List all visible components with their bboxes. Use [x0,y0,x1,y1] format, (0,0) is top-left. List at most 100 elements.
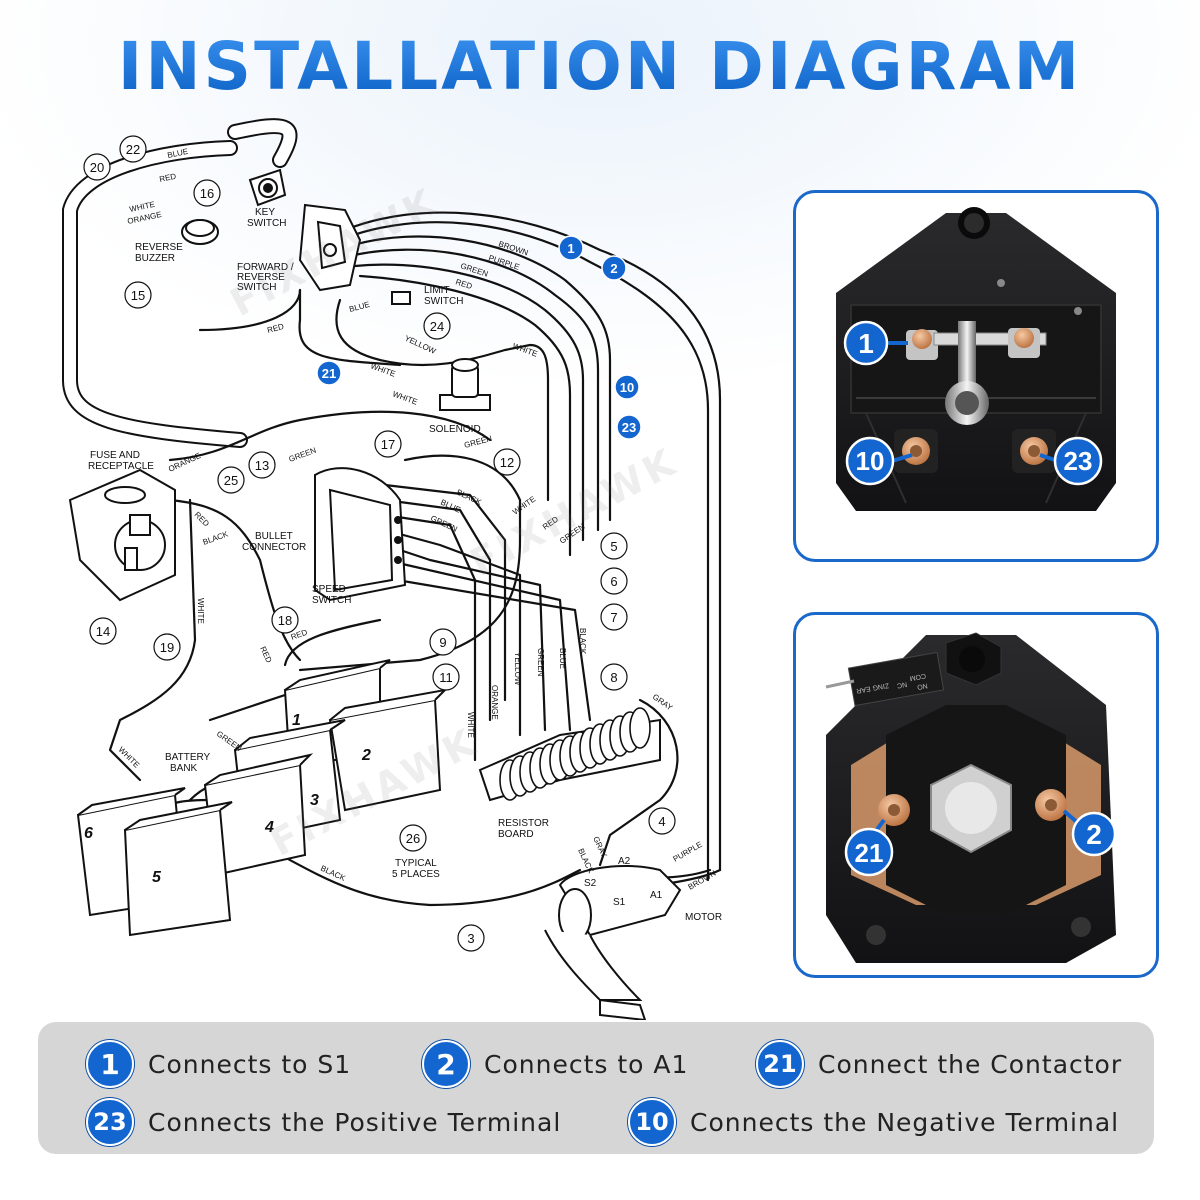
svg-text:WHITE: WHITE [117,745,142,770]
svg-text:WHITE: WHITE [391,389,418,406]
legend-badge: 10 [628,1098,676,1146]
speed-switch-icon [314,467,407,602]
callout-11: 11 [432,663,460,691]
marker-10: 10 [614,374,640,400]
contactor-bottom-view-image: NO COM NC ZING EAR 21 [825,632,1117,963]
marker-23: 23 [616,414,642,440]
callout-17: 17 [374,430,402,458]
svg-text:GREEN: GREEN [429,514,459,534]
svg-text:12: 12 [500,455,514,470]
battery-number-5: 5 [152,869,162,886]
svg-text:6: 6 [610,574,617,589]
motor-icon [544,864,682,1020]
svg-text:ORANGE: ORANGE [167,451,202,474]
svg-text:GREEN: GREEN [288,446,318,464]
resistor-board-icon [478,707,661,802]
callout-20: 20 [83,153,111,181]
svg-text:BLUE: BLUE [167,147,189,160]
svg-text:23: 23 [622,420,636,435]
svg-text:10: 10 [620,380,634,395]
legend-text: Connects the Negative Terminal [690,1107,1120,1137]
svg-text:GREEN: GREEN [463,434,493,450]
svg-text:7: 7 [610,610,617,625]
callout-8: 8 [600,663,628,691]
svg-text:1: 1 [858,328,874,359]
svg-text:18: 18 [278,613,292,628]
svg-text:25: 25 [224,473,238,488]
svg-text:BLUE: BLUE [558,648,567,669]
svg-text:26: 26 [406,831,420,846]
legend-text: Connect the Contactor [818,1049,1123,1079]
svg-text:NO: NO [916,682,928,691]
svg-text:BLUE: BLUE [348,300,371,314]
legend-item-1: 1 Connects to S1 [86,1040,351,1088]
svg-text:15: 15 [131,288,145,303]
svg-text:8: 8 [610,670,617,685]
solenoid-icon [439,358,491,411]
contactor-bottom-view-panel: NO COM NC ZING EAR 21 [793,612,1159,978]
svg-text:14: 14 [96,624,110,639]
svg-text:PURPLE: PURPLE [487,253,520,271]
bottom-marker-2: 2 [1062,809,1117,857]
svg-text:PURPLE: PURPLE [672,840,704,864]
legend-text: Connects the Positive Terminal [148,1107,562,1137]
legend-text: Connects to S1 [148,1049,352,1079]
callout-13: 13 [248,451,276,479]
marker-2: 2 [601,255,627,281]
legend-item-23: 23 Connects the Positive Terminal [86,1098,561,1146]
top-marker-10: 10 [845,436,913,486]
label-solenoid: SOLENOID [429,424,481,435]
legend-badge: 23 [86,1098,134,1146]
callout-25: 25 [217,466,245,494]
top-marker-1: 1 [843,320,908,366]
svg-text:BROWN: BROWN [497,239,529,257]
svg-text:RED: RED [159,172,178,184]
legend-item-10: 10 Connects the Negative Terminal [628,1098,1119,1146]
svg-text:WHITE: WHITE [511,341,538,358]
svg-text:2: 2 [610,261,617,276]
fuse-receptacle-icon [68,468,176,602]
callout-18: 18 [271,606,299,634]
battery-number-1: 1 [292,712,301,729]
callout-16: 16 [193,179,221,207]
callout-5: 5 [600,532,628,560]
svg-text:20: 20 [90,160,104,175]
callout-12: 12 [493,448,521,476]
svg-text:21: 21 [322,366,336,381]
svg-text:21: 21 [855,838,884,868]
svg-text:9: 9 [439,635,446,650]
svg-text:RED: RED [193,510,211,528]
svg-text:11: 11 [439,670,453,685]
svg-text:19: 19 [160,640,174,655]
contactor-top-view-panel: 1 10 23 [793,190,1159,562]
svg-text:YELLOW: YELLOW [513,652,522,686]
battery-number-2: 2 [361,747,371,764]
svg-text:BLACK: BLACK [202,529,230,547]
limit-switch-icon [391,291,411,305]
svg-text:RED: RED [258,645,273,664]
legend-text: Connects to A1 [484,1049,689,1079]
svg-text:2: 2 [1086,819,1102,850]
battery-number-6: 6 [84,825,93,842]
callout-3: 3 [457,924,485,952]
svg-text:1: 1 [567,241,574,256]
callout-15: 15 [124,281,152,309]
key-switch-icon [248,168,287,207]
label-motor: MOTOR [685,912,722,923]
terminal-s1: S1 [613,897,626,908]
legend-panel: 1 Connects to S1 2 Connects to A1 21 Con… [38,1022,1154,1154]
svg-text:GREEN: GREEN [536,648,545,677]
callout-6: 6 [600,567,628,595]
callout-22: 22 [119,135,147,163]
reverse-buzzer-icon [181,219,219,245]
svg-text:13: 13 [255,458,269,473]
